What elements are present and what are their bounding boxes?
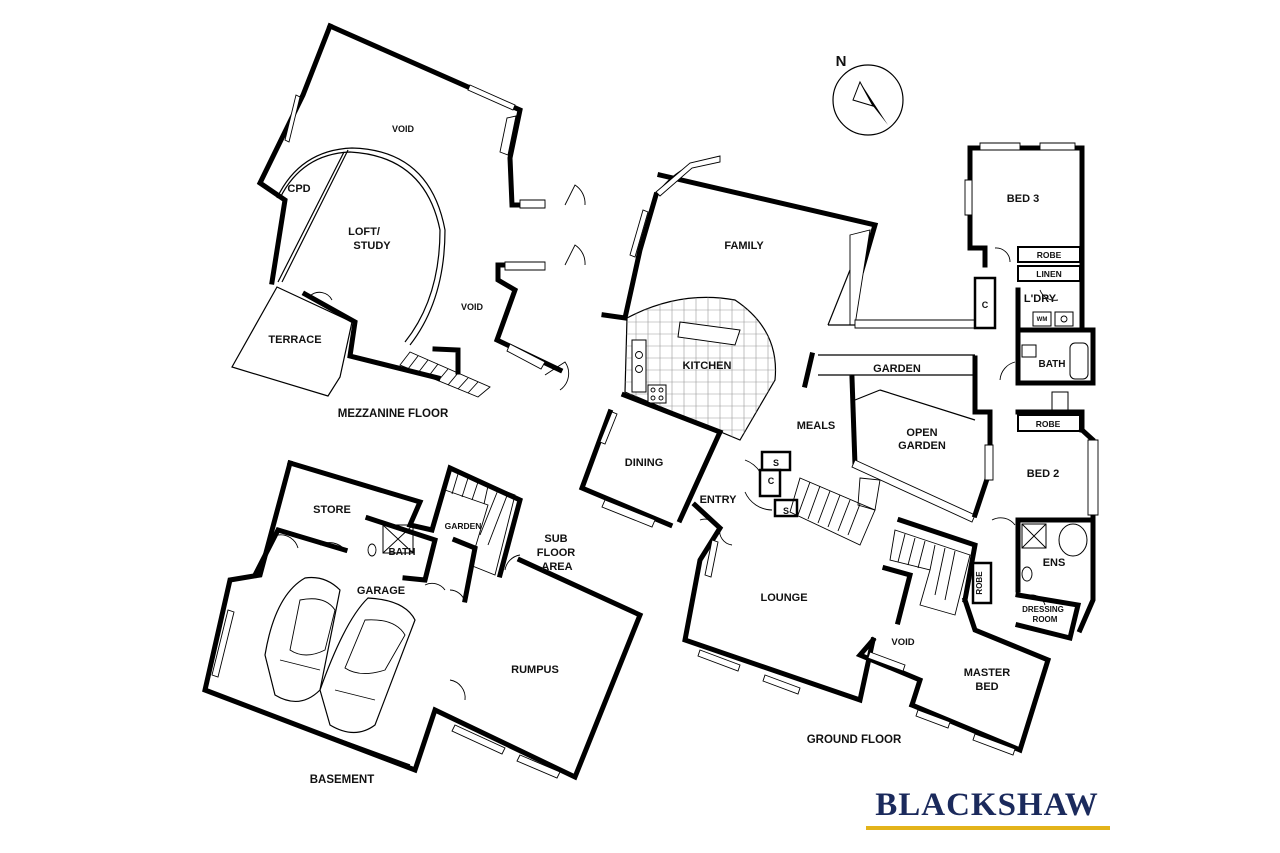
garage-label: GARAGE [357, 585, 405, 597]
lounge-stair [889, 529, 971, 616]
cupboard-label: C [768, 476, 775, 486]
ground-floor: FAMILY KITCHEN DINING MEALS GARDEN OPEN … [578, 142, 1099, 756]
mezzanine-floor-label: MEZZANINE FLOOR [338, 408, 449, 420]
meals-label: MEALS [797, 420, 836, 432]
bed-3-label: BED 3 [1007, 193, 1039, 205]
family-wall [656, 171, 879, 274]
sub-floor-label: FLOOR [537, 547, 576, 559]
brand-logo: BLACKSHAW [875, 787, 1099, 823]
storage-label: S [783, 506, 789, 516]
garden-label: GARDEN [445, 521, 482, 531]
open-garden-label: GARDEN [898, 440, 946, 452]
cpd-label: CPD [287, 183, 310, 195]
loft-arc-wall [276, 147, 446, 346]
washing-machine-label: WM [1037, 317, 1048, 323]
sub-floor-label: AREA [541, 561, 572, 573]
mezzanine-stair [399, 351, 491, 398]
void-label: VOID [392, 124, 415, 134]
dining-label: DINING [625, 457, 664, 469]
ground-floor-label: GROUND FLOOR [807, 734, 902, 746]
sub-floor-label: SUB [544, 533, 567, 545]
ensuite-label: ENS [1043, 557, 1066, 569]
void-label: VOID [891, 637, 914, 648]
study-label: STUDY [353, 240, 391, 252]
basement-wall [286, 459, 523, 579]
entry-label: ENTRY [700, 494, 738, 506]
mezzanine-windows [284, 84, 546, 370]
cupboard-label: C [982, 300, 989, 310]
bath-label: BATH [1038, 359, 1065, 370]
rumpus-label: RUMPUS [511, 664, 559, 676]
garden-label: GARDEN [873, 363, 921, 375]
linen-label: LINEN [1036, 269, 1062, 279]
bed-2-label: BED 2 [1027, 468, 1059, 480]
bath-label: BATH [388, 547, 415, 558]
brand-accent-bar [866, 826, 1110, 830]
compass-needle-icon [860, 82, 888, 125]
storage-label: S [773, 458, 779, 468]
lounge-label: LOUNGE [760, 592, 807, 604]
basement-floor-label: BASEMENT [310, 774, 375, 786]
basement-floor: STORE BATH GARDEN SUB FLOOR AREA GARAGE … [202, 459, 644, 786]
compass-north-label: N [836, 53, 847, 70]
dressing-room-label: ROOM [1033, 615, 1058, 624]
car-icon [319, 597, 416, 734]
ground-stair [789, 477, 881, 546]
loft-label: LOFT/ [348, 226, 380, 238]
basement-stair [444, 469, 516, 576]
mezzanine-floor: VOID CPD LOFT/ STUDY VOID TERRACE MEZZAN… [231, 22, 586, 420]
mezzanine-door [564, 184, 586, 206]
family-label: FAMILY [724, 240, 764, 252]
terrace-label: TERRACE [268, 334, 321, 346]
robe-label: ROBE [1037, 250, 1062, 260]
open-garden-label: OPEN [906, 427, 937, 439]
void-label: VOID [461, 302, 484, 312]
robe-label: ROBE [1036, 419, 1061, 429]
kitchen-label: KITCHEN [683, 360, 732, 372]
laundry-label: L'DRY [1024, 293, 1057, 305]
compass: N [832, 53, 904, 136]
store-label: STORE [313, 504, 351, 516]
master-bed-label: MASTER [964, 667, 1011, 679]
master-bed-label: BED [975, 681, 998, 693]
dressing-room-label: DRESSING [1022, 605, 1064, 614]
mezzanine-wall [326, 22, 546, 208]
robe-label: ROBE [975, 571, 984, 595]
car-icon [264, 576, 341, 702]
